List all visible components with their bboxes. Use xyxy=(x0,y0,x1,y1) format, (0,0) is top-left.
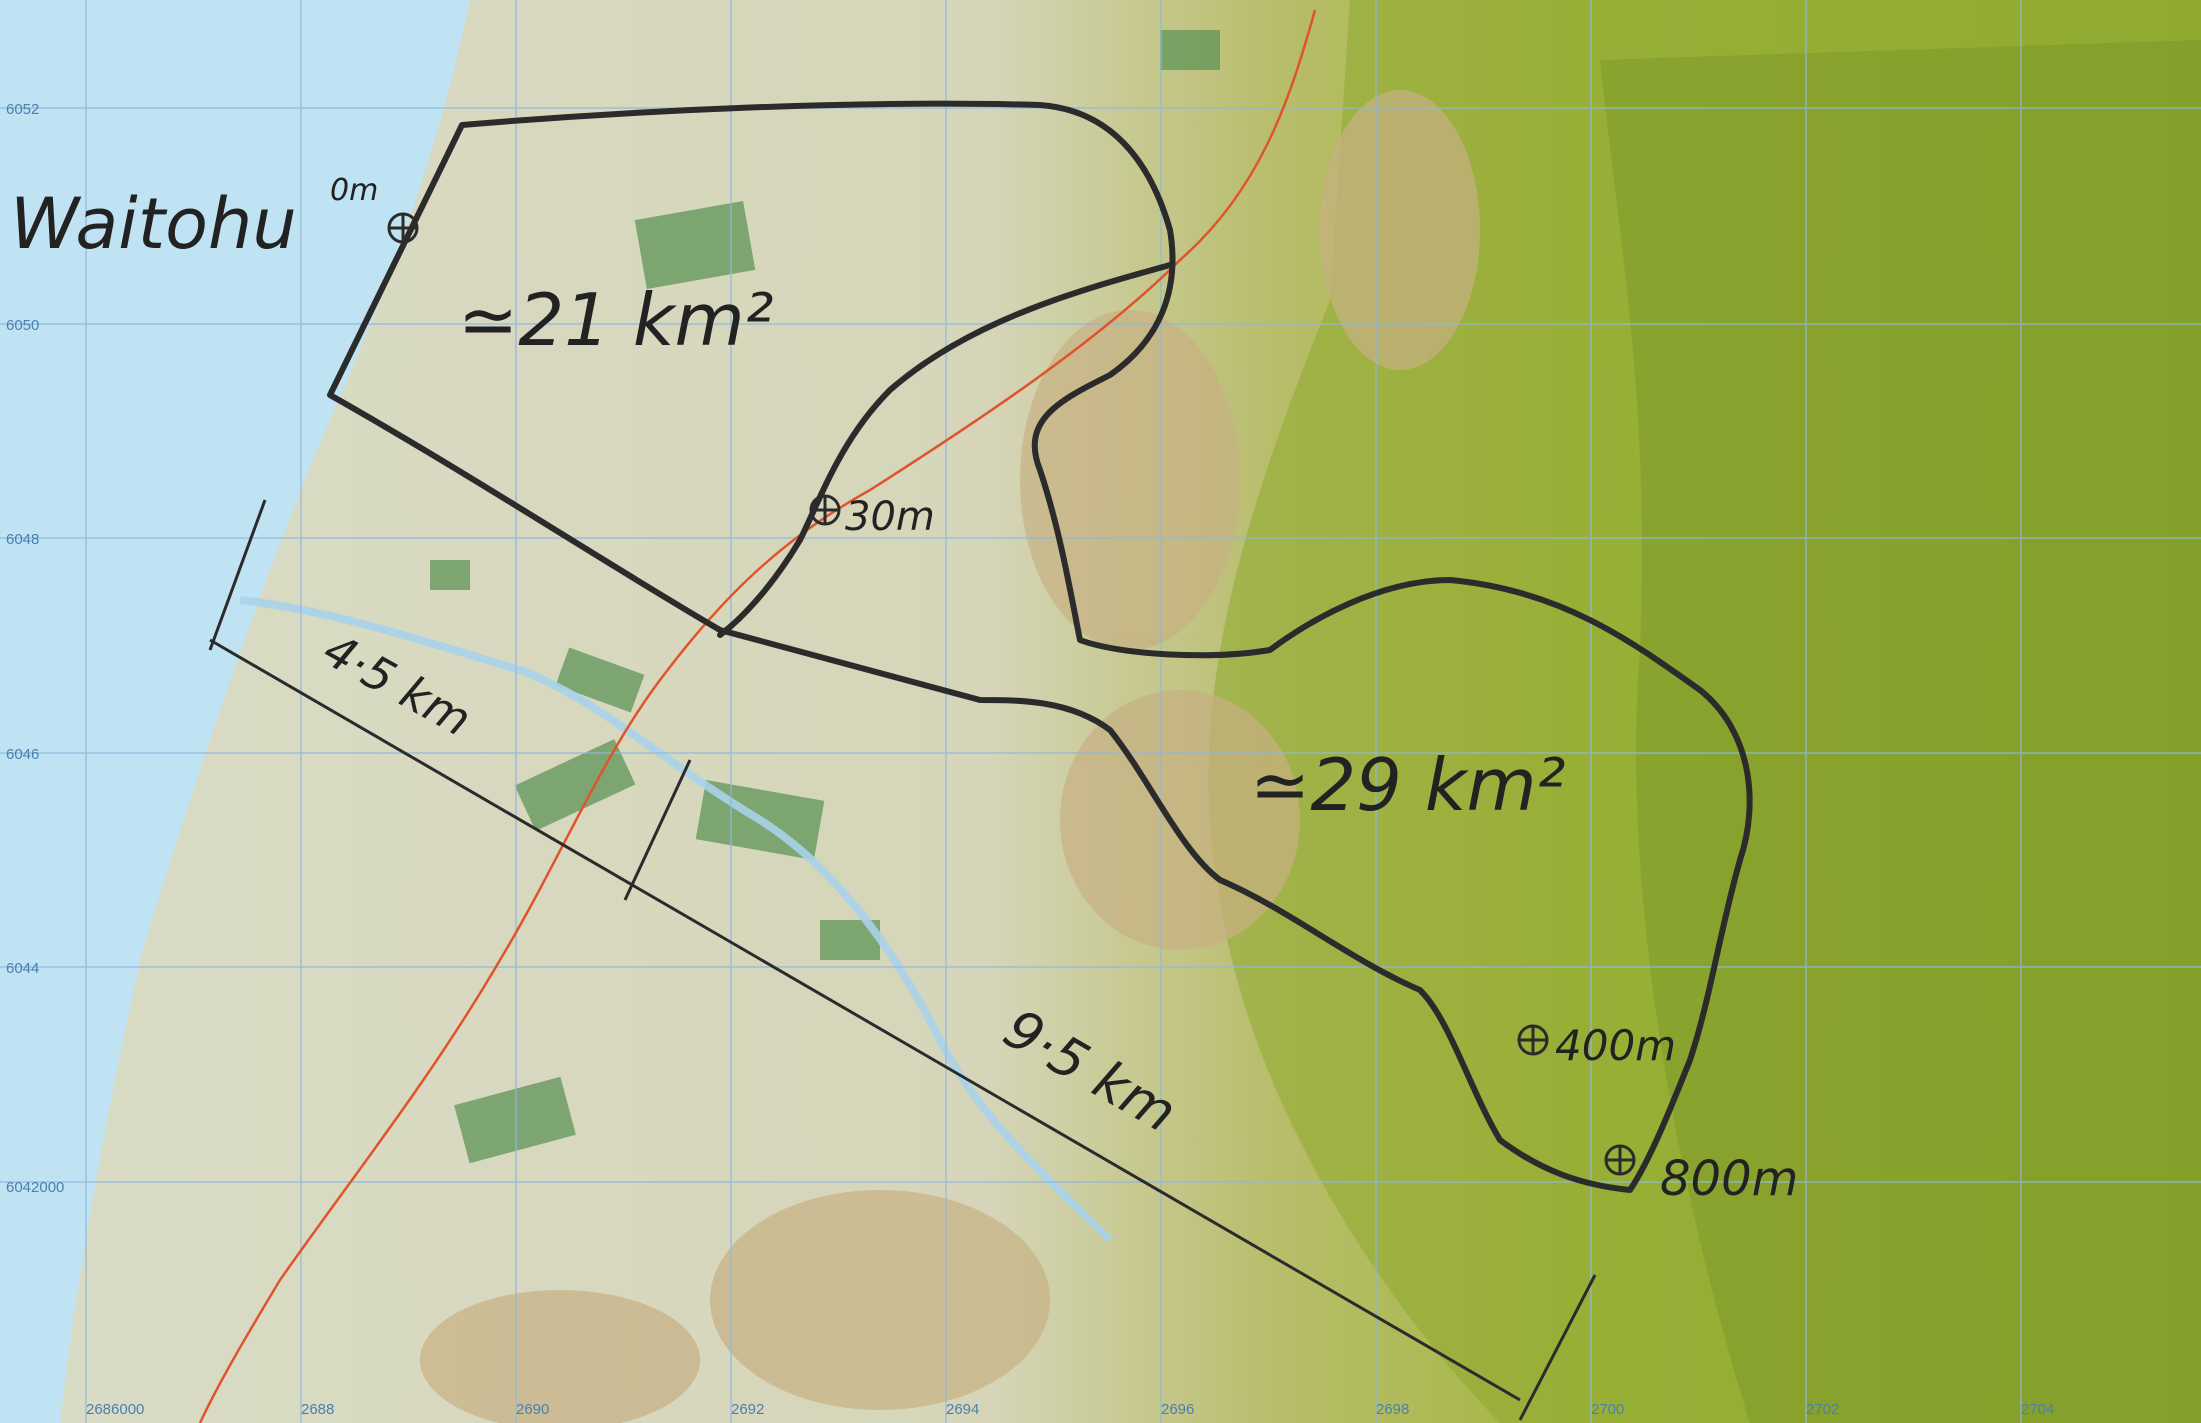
river xyxy=(239,596,1113,1243)
easting-label: 2700 xyxy=(1591,1401,1624,1418)
easting-label: 2696 xyxy=(1161,1401,1194,1418)
northing-label: 6042000 xyxy=(6,1179,64,1196)
northing-label: 6048 xyxy=(6,531,39,548)
long-distance-line xyxy=(209,638,1521,1402)
upper-area-label: ≃29 km² xyxy=(1250,743,1566,827)
hill-shading xyxy=(420,90,1480,1423)
lower-area-label: ≃21 km² xyxy=(458,278,774,362)
outlet-marker-icon xyxy=(387,212,419,244)
easting-label: 2688 xyxy=(301,1401,334,1418)
northing-labels: 6052 6050 6048 6046 6044 6042000 xyxy=(6,101,64,1196)
lower-catchment-boundary xyxy=(327,100,1753,1193)
long-end-tick xyxy=(1518,1274,1597,1421)
upper-lower-divide xyxy=(717,262,1173,638)
place-name-label: Waitohu xyxy=(10,183,297,265)
mid-elevation-label: 30m xyxy=(845,494,935,540)
easting-labels: 2686000 2688 2690 2692 2694 2696 2698 27… xyxy=(86,1401,2054,1418)
northing-label: 6044 xyxy=(6,960,39,977)
easting-label: 2702 xyxy=(1806,1401,1839,1418)
northing-label: 6050 xyxy=(6,317,39,334)
short-end-tick xyxy=(208,499,267,651)
handwritten-annotations: Waitohu 0m ≃21 km² 30m ≃29 km² 400m 800m… xyxy=(10,173,1798,1207)
catchment-boundaries xyxy=(327,100,1753,1193)
mid-marker-icon xyxy=(809,494,841,526)
outlet-elevation-label: 0m xyxy=(330,173,378,208)
forest-ridges xyxy=(1208,0,2201,1423)
easting-label: 2686000 xyxy=(86,1401,144,1418)
northing-label: 6046 xyxy=(6,746,39,763)
summit-marker-icon xyxy=(1604,1144,1636,1176)
easting-label: 2692 xyxy=(731,1401,764,1418)
upper-marker-icon xyxy=(1517,1024,1549,1056)
easting-label: 2698 xyxy=(1376,1401,1409,1418)
forest-dark xyxy=(1600,40,2201,1423)
state-highway xyxy=(198,9,1317,1423)
short-end-tick-2 xyxy=(623,759,692,901)
easting-label: 2694 xyxy=(946,1401,979,1418)
spot-height-markers xyxy=(387,212,1636,1176)
easting-label: 2690 xyxy=(516,1401,549,1418)
distance-lines xyxy=(208,499,1597,1421)
easting-label: 2704 xyxy=(2021,1401,2054,1418)
summit-elevation-label: 800m xyxy=(1660,1151,1798,1207)
northing-label: 6052 xyxy=(6,101,39,118)
upper-elevation-label: 400m xyxy=(1555,1021,1676,1070)
